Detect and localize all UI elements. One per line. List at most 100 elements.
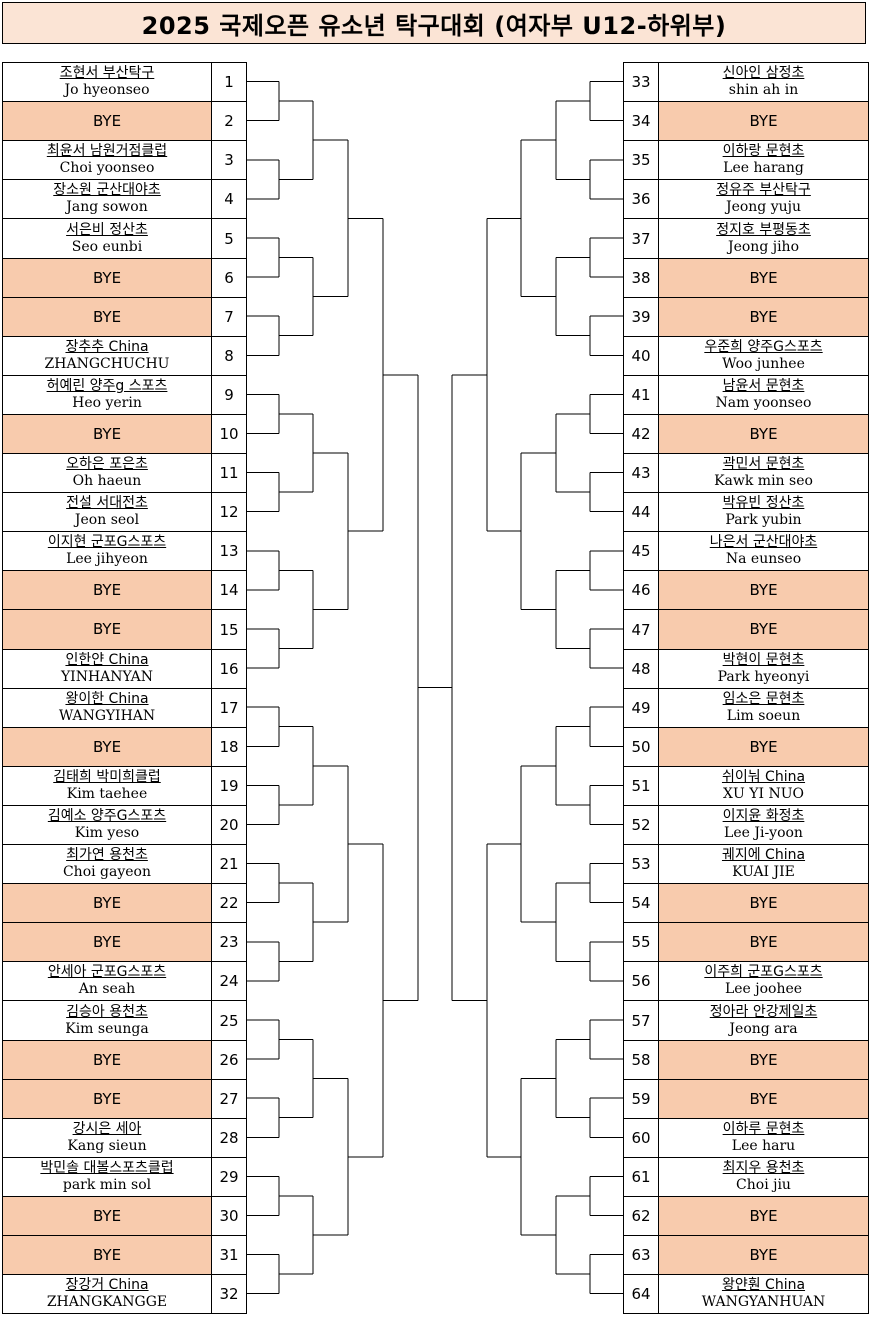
seed-number: 38 [623, 258, 659, 298]
player-name-romanized: WANGYIHAN [58, 708, 156, 724]
player-name-romanized: Kawk min seo [714, 473, 813, 489]
bye-label: BYE [749, 932, 778, 951]
seed-number: 46 [623, 570, 659, 610]
player-name-romanized: Park yubin [725, 512, 802, 528]
player-name-romanized: Kang sieun [67, 1138, 147, 1154]
bye-label: BYE [749, 1050, 778, 1069]
seed-number: 3 [211, 140, 247, 180]
bye-slot: BYE [658, 570, 869, 610]
player-name-romanized: Jeong yuju [725, 199, 802, 215]
bye-label: BYE [749, 1089, 778, 1108]
player-name-korean: 김태희 박미희클럽 [53, 769, 161, 785]
bye-label: BYE [92, 111, 122, 130]
seed-number: 54 [623, 883, 659, 923]
seed-number: 20 [211, 805, 247, 845]
player-name-korean: 나은서 군산대야초 [709, 534, 818, 550]
bye-slot: BYE [2, 883, 212, 923]
player-name-korean: 오하은 포은초 [66, 456, 148, 472]
player-name-romanized: KUAI JIE [732, 864, 795, 880]
bye-slot: BYE [2, 570, 212, 610]
seed-number: 12 [211, 492, 247, 532]
player-name-romanized: Choi jiu [736, 1177, 791, 1193]
seed-number: 45 [623, 531, 659, 571]
player-name-korean: 장강거 China [65, 1277, 149, 1293]
player-name-korean: 쉬이눠 China [721, 769, 806, 785]
page-title: 2025 국제오픈 유소년 탁구대회 (여자부 U12-하위부) [141, 11, 727, 40]
seed-number: 61 [623, 1157, 659, 1197]
seed-number: 27 [211, 1079, 247, 1119]
bye-slot: BYE [2, 297, 212, 337]
player-name-romanized: YINHANYAN [60, 669, 154, 685]
player-name-romanized: Kim seunga [65, 1020, 149, 1037]
player-name-romanized: Park hyeonyi [717, 669, 810, 685]
player-name-romanized: Choi yoonseo [59, 160, 155, 176]
seed-number: 5 [211, 218, 247, 259]
bye-label: BYE [92, 893, 122, 912]
bye-label: BYE [749, 893, 778, 912]
bye-label: BYE [92, 1206, 122, 1225]
seed-number: 52 [623, 805, 659, 845]
player-name-romanized: shin ah in [728, 82, 799, 98]
player-name-korean: 안세아 군포G스포츠 [47, 964, 167, 980]
player-name-romanized: Woo junhee [722, 356, 805, 372]
seed-number: 37 [623, 218, 659, 259]
player-name-korean: 박현이 문현초 [722, 652, 805, 668]
seed-number: 39 [623, 297, 659, 337]
bye-slot: BYE [658, 101, 869, 141]
bye-slot: BYE [658, 1235, 869, 1275]
player-name-korean: 우준희 양주G스포츠 [704, 339, 823, 355]
seed-number: 15 [211, 609, 247, 650]
player-name-korean: 이주희 군포G스포츠 [704, 964, 823, 980]
seed-number: 35 [623, 140, 659, 180]
player-name-korean: 인한얀 China [65, 652, 149, 668]
seed-number: 47 [623, 609, 659, 650]
player-name-romanized: Heo yerin [72, 395, 142, 411]
player-name-korean: 박민솔 대볼스포츠클럽 [40, 1160, 174, 1176]
bye-label: BYE [749, 424, 778, 443]
seed-number: 14 [211, 570, 247, 610]
player-name-korean: 정지호 부평동초 [716, 221, 811, 238]
player-name-korean: 임소은 문현초 [722, 691, 805, 707]
player-name-korean: 김예소 양주G스포츠 [47, 808, 167, 824]
player-name-romanized: Jo hyeonseo [64, 82, 150, 98]
player-name-romanized: XU YI NUO [723, 786, 804, 802]
player-name-korean: 김승아 용천초 [66, 1003, 148, 1020]
player-name-romanized: Jeon seol [74, 512, 140, 528]
seed-number: 48 [623, 649, 659, 689]
seed-number: 28 [211, 1118, 247, 1158]
bye-label: BYE [92, 307, 122, 326]
player-name-romanized: Jang sowon [66, 199, 148, 215]
seed-number: 51 [623, 766, 659, 806]
player-name-korean: 정유주 부산탁구 [716, 182, 811, 198]
seed-number: 50 [623, 727, 659, 767]
player-name-korean: 최지우 용천초 [722, 1160, 805, 1176]
bye-label: BYE [749, 1206, 778, 1225]
bye-label: BYE [749, 737, 778, 756]
player-name-romanized: Lee joohee [724, 981, 803, 997]
player-name-romanized: Lee Ji-yoon [724, 825, 803, 841]
player-name-romanized: Kim yeso [74, 825, 140, 841]
bye-slot: BYE [658, 1040, 869, 1080]
seed-number: 19 [211, 766, 247, 806]
bye-label: BYE [92, 1089, 122, 1108]
bye-label: BYE [749, 307, 778, 326]
player-name-romanized: Lim soeun [726, 708, 801, 724]
player-name-romanized: park min sol [62, 1177, 152, 1193]
